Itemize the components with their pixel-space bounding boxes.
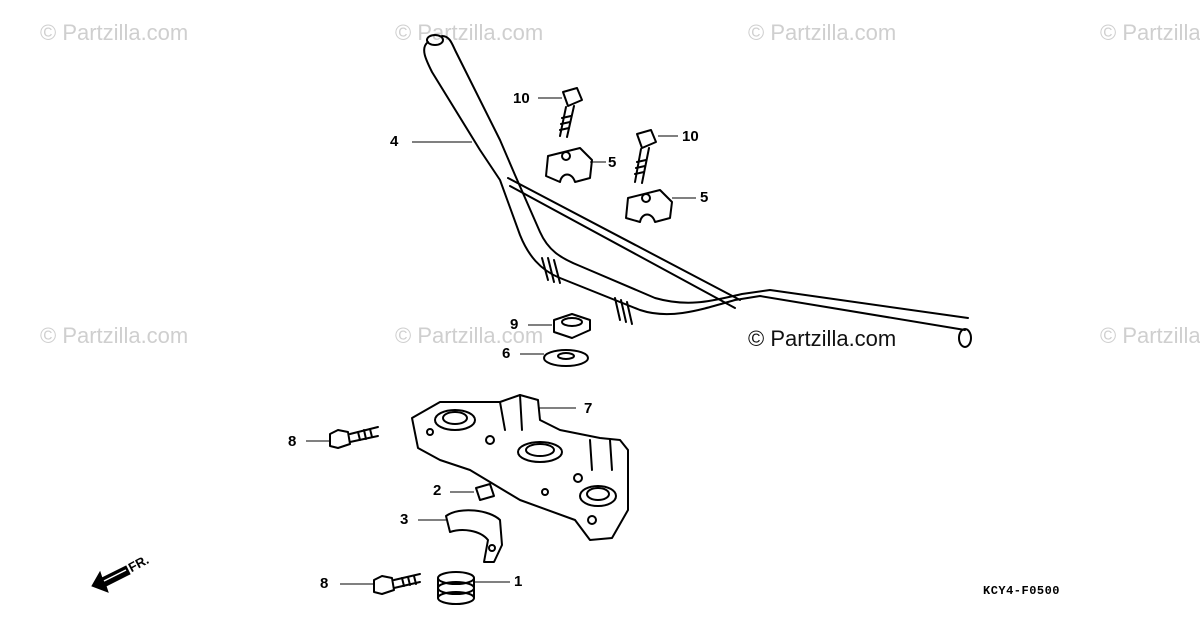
top-bridge-7[interactable] <box>411 394 629 541</box>
callout-7: 7 <box>584 400 593 417</box>
diagram-code: KCY4-F0500 <box>983 584 1061 598</box>
watermark: © Partzilla.com <box>1100 20 1200 45</box>
callout-10-left: 10 <box>513 90 530 107</box>
callout-1: 1 <box>514 573 523 590</box>
callout-2: 2 <box>433 482 442 499</box>
callout-8-upper: 8 <box>288 433 297 450</box>
bolt-8-lower[interactable] <box>373 573 421 595</box>
watermark: © Partzilla.com <box>748 20 897 45</box>
callout-9: 9 <box>510 316 519 333</box>
grommet-1[interactable] <box>437 571 475 605</box>
watermark: © Partzilla.com <box>395 20 544 45</box>
bolt-10-left[interactable] <box>559 87 583 138</box>
watermark: © Partzilla.com <box>395 323 544 348</box>
callout-8-lower: 8 <box>320 575 329 592</box>
callout-3: 3 <box>400 511 409 528</box>
callout-4: 4 <box>390 133 399 150</box>
watermark: © Partzilla.com <box>40 20 189 45</box>
callout-5-upper: 5 <box>608 154 617 171</box>
washer-6[interactable] <box>543 349 589 367</box>
handlebar[interactable] <box>423 34 972 348</box>
callout-6: 6 <box>502 345 511 362</box>
nut-9[interactable] <box>553 313 591 339</box>
callout-5-lower: 5 <box>700 189 709 206</box>
bolt-10-right[interactable] <box>634 129 657 184</box>
leader-lines <box>306 97 696 585</box>
bolt-8-upper[interactable] <box>329 426 379 449</box>
callout-10-right: 10 <box>682 128 699 145</box>
watermark-center: © Partzilla.com <box>748 326 897 351</box>
watermark: © Partzilla.com <box>40 323 189 348</box>
stay-3[interactable] <box>445 509 503 563</box>
cap-2[interactable] <box>475 483 495 501</box>
holder-5-lower[interactable] <box>625 189 673 223</box>
front-direction-arrow <box>91 565 131 593</box>
watermark: © Partzilla.com <box>1100 323 1200 348</box>
holder-5-upper[interactable] <box>545 147 593 183</box>
